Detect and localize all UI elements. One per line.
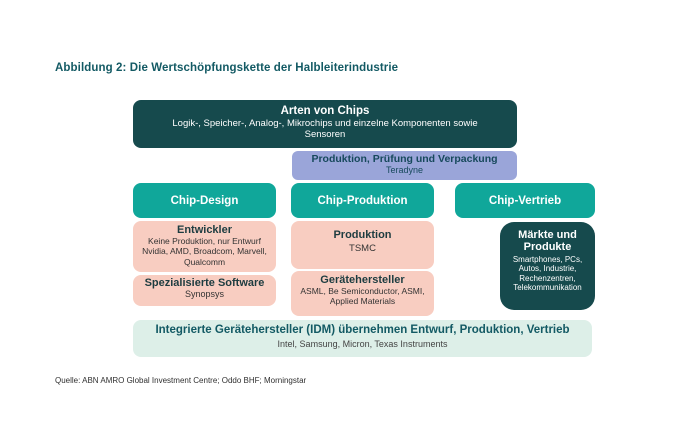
production-box: Produktion TSMC — [291, 221, 434, 269]
production-title: Produktion — [333, 229, 392, 241]
idm-companies: Intel, Samsung, Micron, Texas Instrument… — [277, 339, 448, 349]
software-title: Spezialisierte Software — [144, 277, 265, 289]
stage-chip-produktion: Chip-Produktion — [291, 183, 434, 218]
equipment-makers-box: Gerätehersteller ASML, Be Semiconductor,… — [291, 271, 434, 316]
stage-chip-design: Chip-Design — [133, 183, 276, 218]
developers-companies: Nvidia, AMD, Broadcom, Marvell, Qualcomm — [142, 246, 267, 267]
developers-title: Entwickler — [176, 224, 233, 236]
equipment-makers-title: Gerätehersteller — [320, 274, 405, 286]
developers-note: Keine Produktion, nur Entwurf — [148, 236, 261, 246]
stage-chip-vertrieb: Chip-Vertrieb — [455, 183, 595, 218]
software-box: Spezialisierte Software Synopsys — [133, 275, 276, 306]
developers-box: Entwickler Keine Produktion, nur Entwurf… — [133, 221, 276, 272]
chip-types-subtitle: Logik-, Speicher-, Analog-, Mikrochips u… — [172, 118, 478, 141]
markets-products-box: Märkte und Produkte Smartphones, PCs, Au… — [500, 222, 595, 310]
idm-box: Integrierte Gerätehersteller (IDM) übern… — [133, 320, 592, 357]
software-company: Synopsys — [184, 289, 225, 299]
chip-types-title: Arten von Chips — [280, 105, 370, 117]
production-company: TSMC — [349, 243, 376, 254]
figure-title: Abbildung 2: Die Wertschöpfungskette der… — [55, 62, 399, 74]
equipment-makers-companies: ASML, Be Semiconductor, ASMI, Applied Ma… — [300, 286, 425, 307]
packaging-title: Produktion, Prüfung und Verpackung — [311, 153, 498, 165]
packaging-company: Teradyne — [385, 165, 424, 175]
markets-products-list: Smartphones, PCs, Autos, Industrie, Rech… — [512, 254, 583, 292]
markets-products-title: Märkte und Produkte — [518, 229, 577, 254]
chip-types-box: Arten von Chips Logik-, Speicher-, Analo… — [133, 100, 517, 148]
packaging-box: Produktion, Prüfung und Verpackung Terad… — [292, 151, 517, 180]
source-line: Quelle: ABN AMRO Global Investment Centr… — [55, 376, 307, 385]
idm-title: Integrierte Gerätehersteller (IDM) übern… — [155, 324, 570, 336]
